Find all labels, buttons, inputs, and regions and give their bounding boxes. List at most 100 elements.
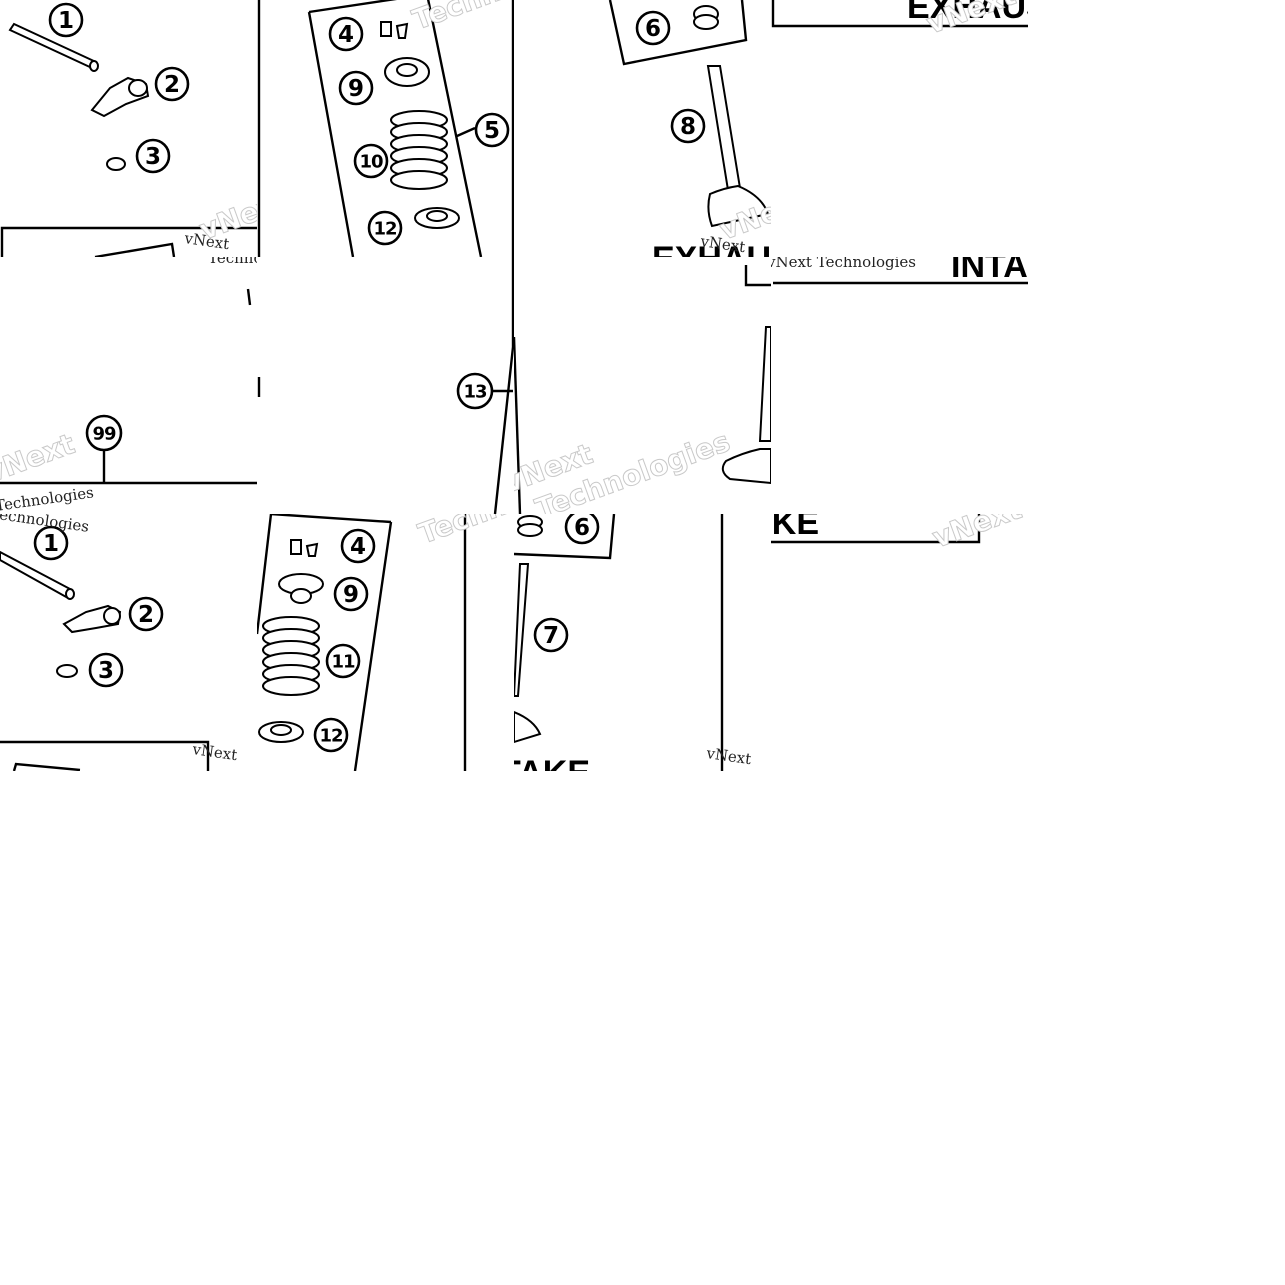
callout-8[interactable]: 8: [670, 108, 706, 144]
intake-valve-part: [514, 563, 542, 744]
tile-intake-label: INTAKE vNext: [771, 514, 1028, 771]
valve-cotter-part: [380, 21, 409, 39]
tile-spring-kit-exhaust: 4 9 10 12 5 Technologies: [257, 0, 514, 257]
watermark-ghost: vNext: [0, 427, 79, 490]
callout-1[interactable]: 1: [33, 525, 69, 561]
gasket-outline: [12, 762, 81, 771]
callout-2[interactable]: 2: [128, 596, 164, 632]
spring-seat-part: [258, 721, 304, 743]
callout-9[interactable]: 9: [338, 70, 374, 106]
tile-intake-valve-seal: 6 7 INTAKE vNext: [514, 514, 771, 771]
svg-text:4: 4: [338, 22, 354, 48]
callout-7[interactable]: 7: [533, 617, 569, 653]
callout-10[interactable]: 10: [353, 143, 389, 179]
rocker-arm-part: [90, 76, 150, 118]
kit-bracket-line: [0, 450, 257, 485]
stem-seal-part: [517, 515, 543, 537]
svg-text:10: 10: [359, 152, 383, 173]
valve-cotter-part: [290, 539, 319, 557]
frame-fragment: [246, 288, 252, 306]
tile-rocker-intake: 1 2 3 Technologies vNext: [0, 514, 257, 771]
intake-title: INTAKE: [771, 514, 819, 542]
watermark-ghost: vNext: [195, 184, 257, 247]
svg-text:12: 12: [319, 726, 342, 747]
exhaust-title: EXHAUST: [907, 0, 1028, 26]
seal-panel-outline: [608, 0, 748, 66]
svg-text:2: 2: [164, 72, 180, 98]
intake-title: INTAKE: [951, 257, 1028, 285]
svg-text:3: 3: [98, 658, 114, 684]
tile-spring-kit-intake: 4 9 11 12 Technologies: [257, 514, 514, 771]
watermark-text: Technologies: [0, 483, 95, 514]
exhaust-valve-part: [706, 65, 770, 228]
intake-label-partial: INTAKE: [514, 754, 590, 771]
stem-seal-part: [693, 5, 719, 30]
svg-text:4: 4: [350, 534, 366, 560]
svg-text:1: 1: [43, 531, 59, 557]
exhaust-label-partial: EXHAUST: [652, 240, 771, 257]
leader-line: [456, 126, 476, 138]
callout-6[interactable]: 6: [564, 514, 600, 545]
valve-spring-part: [262, 616, 320, 696]
rocker-shaft-part: [8, 22, 99, 72]
intake-valve-part: [721, 326, 771, 485]
svg-text:6: 6: [574, 515, 590, 541]
svg-text:9: 9: [348, 76, 364, 102]
svg-text:9: 9: [343, 582, 359, 608]
spring-retainer-part: [384, 57, 430, 87]
kit-panel-outline: [307, 0, 483, 257]
svg-text:11: 11: [331, 652, 355, 673]
tile-exhaust-valve: 6 8 EXHAUST vNext vNext: [514, 0, 771, 257]
watermark-text: vNext: [190, 740, 238, 764]
adjuster-part: [56, 664, 78, 678]
callout-12[interactable]: 12: [367, 210, 403, 246]
rocker-shaft-part: [0, 550, 75, 600]
svg-text:6: 6: [645, 16, 661, 42]
adjuster-part: [106, 157, 126, 171]
watermark-text: vNext: [704, 744, 752, 768]
svg-text:1: 1: [58, 8, 74, 34]
kit-panel-outline: [257, 514, 393, 771]
callout-5[interactable]: 5: [474, 112, 510, 148]
callout-3[interactable]: 3: [135, 138, 171, 174]
tile-kit-number: 99 vNext Technologies Technologies: [0, 257, 257, 514]
callout-12[interactable]: 12: [313, 717, 349, 753]
seal-panel-outline: [514, 514, 616, 560]
svg-text:3: 3: [145, 144, 161, 170]
spring-seat-part: [414, 207, 460, 229]
watermark-ghost: Technologies: [408, 0, 514, 37]
spring-retainer-part: [278, 573, 324, 604]
callout-9[interactable]: 9: [333, 576, 369, 612]
callout-13[interactable]: 13: [456, 372, 494, 410]
svg-text:2: 2: [138, 602, 154, 628]
callout-4[interactable]: 4: [340, 528, 376, 564]
svg-text:5: 5: [484, 118, 500, 144]
seal-panel-outline: [744, 265, 771, 287]
tile-callout-13: 13: [257, 257, 514, 514]
callout-4[interactable]: 4: [328, 16, 364, 52]
title-box-outline: [771, 0, 1028, 28]
callout-2[interactable]: 2: [154, 66, 190, 102]
svg-text:13: 13: [463, 382, 487, 403]
svg-text:99: 99: [92, 424, 116, 445]
callout-99[interactable]: 99: [85, 414, 123, 452]
gasket-outline: [94, 242, 176, 257]
valve-spring-part: [390, 110, 448, 190]
rocker-arm-part: [62, 604, 122, 634]
callout-11[interactable]: 11: [325, 643, 361, 679]
callout-1[interactable]: 1: [48, 2, 84, 38]
assembly-frame-line: [0, 740, 210, 771]
svg-text:12: 12: [373, 219, 396, 240]
watermark-text: vNext Technologies: [771, 257, 916, 271]
watermark-text: Technologies: [208, 257, 257, 267]
callout-3[interactable]: 3: [88, 652, 124, 688]
callout-6[interactable]: 6: [635, 10, 671, 46]
assembly-frame-line: [0, 226, 257, 257]
tile-exhaust-header: EXHAUST vNext: [771, 0, 1028, 257]
kit-panel-outline: [493, 257, 514, 514]
tile-intake-header: INTAKE vNext Technologies: [771, 257, 1028, 514]
tile-intake-valve: vNext Technologies: [514, 257, 771, 514]
svg-text:7: 7: [543, 623, 559, 649]
title-box-outline: [771, 514, 981, 544]
